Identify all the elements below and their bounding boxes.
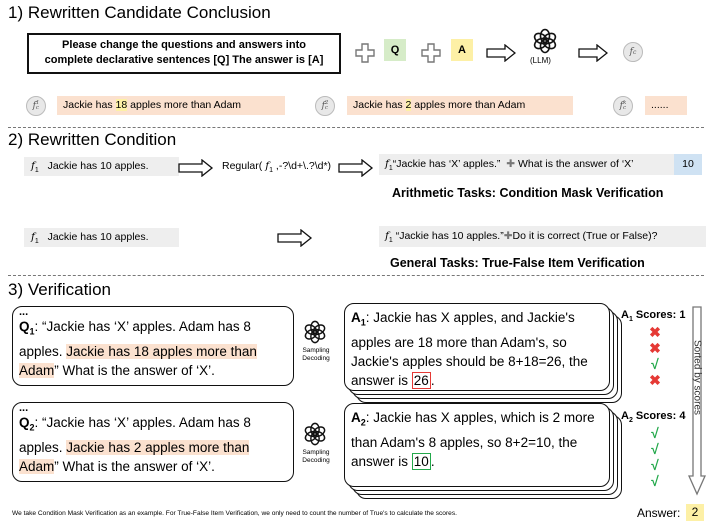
regular-expression: Regular( f1 ,-?\d+\.?\d*)	[222, 160, 332, 175]
score-1-label: A1 Scores: 1	[621, 309, 686, 324]
a-tag: A	[451, 39, 473, 61]
llm-logo-icon	[533, 28, 557, 54]
arith-caption: Arithmetic Tasks: Condition Mask Verific…	[392, 186, 664, 200]
question-2-text: Q2: “Jackie has ‘X’ apples. Adam has 8 a…	[19, 415, 251, 474]
arrow-right-icon	[578, 44, 608, 62]
prompt-line-1: Please change the questions and answers …	[62, 39, 306, 51]
check-icon: √	[651, 425, 659, 441]
tf-query-box: f1 “Jackie has 10 apples.”✚Do it is corr…	[379, 226, 706, 247]
q-tag: Q	[384, 39, 406, 61]
candidate-k: ......	[645, 96, 687, 115]
arrow-right-icon	[338, 159, 374, 177]
answer-card-2: A2: Jackie has X apples, which is 2 more…	[344, 403, 610, 487]
sorted-label: Sorted by scores	[691, 339, 703, 416]
answer-1-text: A1: Jackie has X apples, and Jackie's ap…	[351, 310, 588, 389]
condition-box-arith: f1 Jackie has 10 apples.	[24, 157, 179, 176]
section-divider	[8, 127, 704, 128]
footnote: We take Condition Mask Verification as a…	[12, 510, 457, 517]
plus-icon	[421, 43, 441, 63]
check-icon: √	[651, 356, 659, 372]
arrow-right-icon	[178, 159, 214, 177]
question-card-1: ... Q1: “Jackie has ‘X’ apples. Adam has…	[12, 306, 294, 386]
llm-logo-icon	[304, 422, 326, 446]
candidate-2: Jackie has 2 apples more than Adam	[347, 96, 573, 115]
section-1-title: 1) Rewritten Candidate Conclusion	[8, 3, 271, 22]
section-3-title: 3) Verification	[8, 280, 111, 299]
wrong-icon: ✖	[649, 340, 661, 356]
final-answer-value: 2	[686, 504, 704, 521]
section-divider	[8, 275, 704, 276]
answer-card-1: A1: Jackie has X apples, and Jackie's ap…	[344, 303, 610, 391]
arrow-right-icon	[277, 229, 313, 247]
check-icon: √	[651, 457, 659, 473]
section-2-title: 2) Rewritten Condition	[8, 130, 177, 149]
wrong-icon: ✖	[649, 372, 661, 388]
sorted-arrow-icon	[688, 306, 706, 496]
score-2-marks: √ √ √ √	[640, 425, 670, 491]
arrow-right-icon	[486, 44, 516, 62]
prompt-box: Please change the questions and answers …	[27, 33, 341, 74]
prompt-line-2: complete declarative sentences [Q] The a…	[44, 54, 324, 66]
score-1-marks: ✖ ✖ √ ✖	[640, 324, 670, 390]
check-icon: √	[651, 441, 659, 457]
question-1-text: Q1: “Jackie has ‘X’ apples. Adam has 8 a…	[19, 319, 257, 378]
candidate-1: Jackie has 18 apples more than Adam	[57, 96, 285, 115]
arith-query-box: f1“Jackie has ‘X’ apples.” ✚ What is the…	[379, 154, 677, 175]
tf-caption: General Tasks: True-False Item Verificat…	[390, 256, 645, 270]
llm-logo-icon	[304, 320, 326, 344]
wrong-icon: ✖	[649, 324, 661, 340]
final-answer-label: Answer:	[637, 506, 681, 520]
plus-icon	[355, 43, 375, 63]
llm-label: (LLM)	[530, 56, 551, 65]
question-card-2: ... Q2: “Jackie has ‘X’ apples. Adam has…	[12, 402, 294, 482]
arith-answer: 10	[674, 154, 702, 175]
answer-2-text: A2: Jackie has X apples, which is 2 more…	[351, 410, 595, 470]
check-icon: √	[651, 473, 659, 489]
score-2-label: A2 Scores: 4	[621, 410, 686, 425]
condition-box-tf: f1 Jackie has 10 apples.	[24, 228, 179, 247]
